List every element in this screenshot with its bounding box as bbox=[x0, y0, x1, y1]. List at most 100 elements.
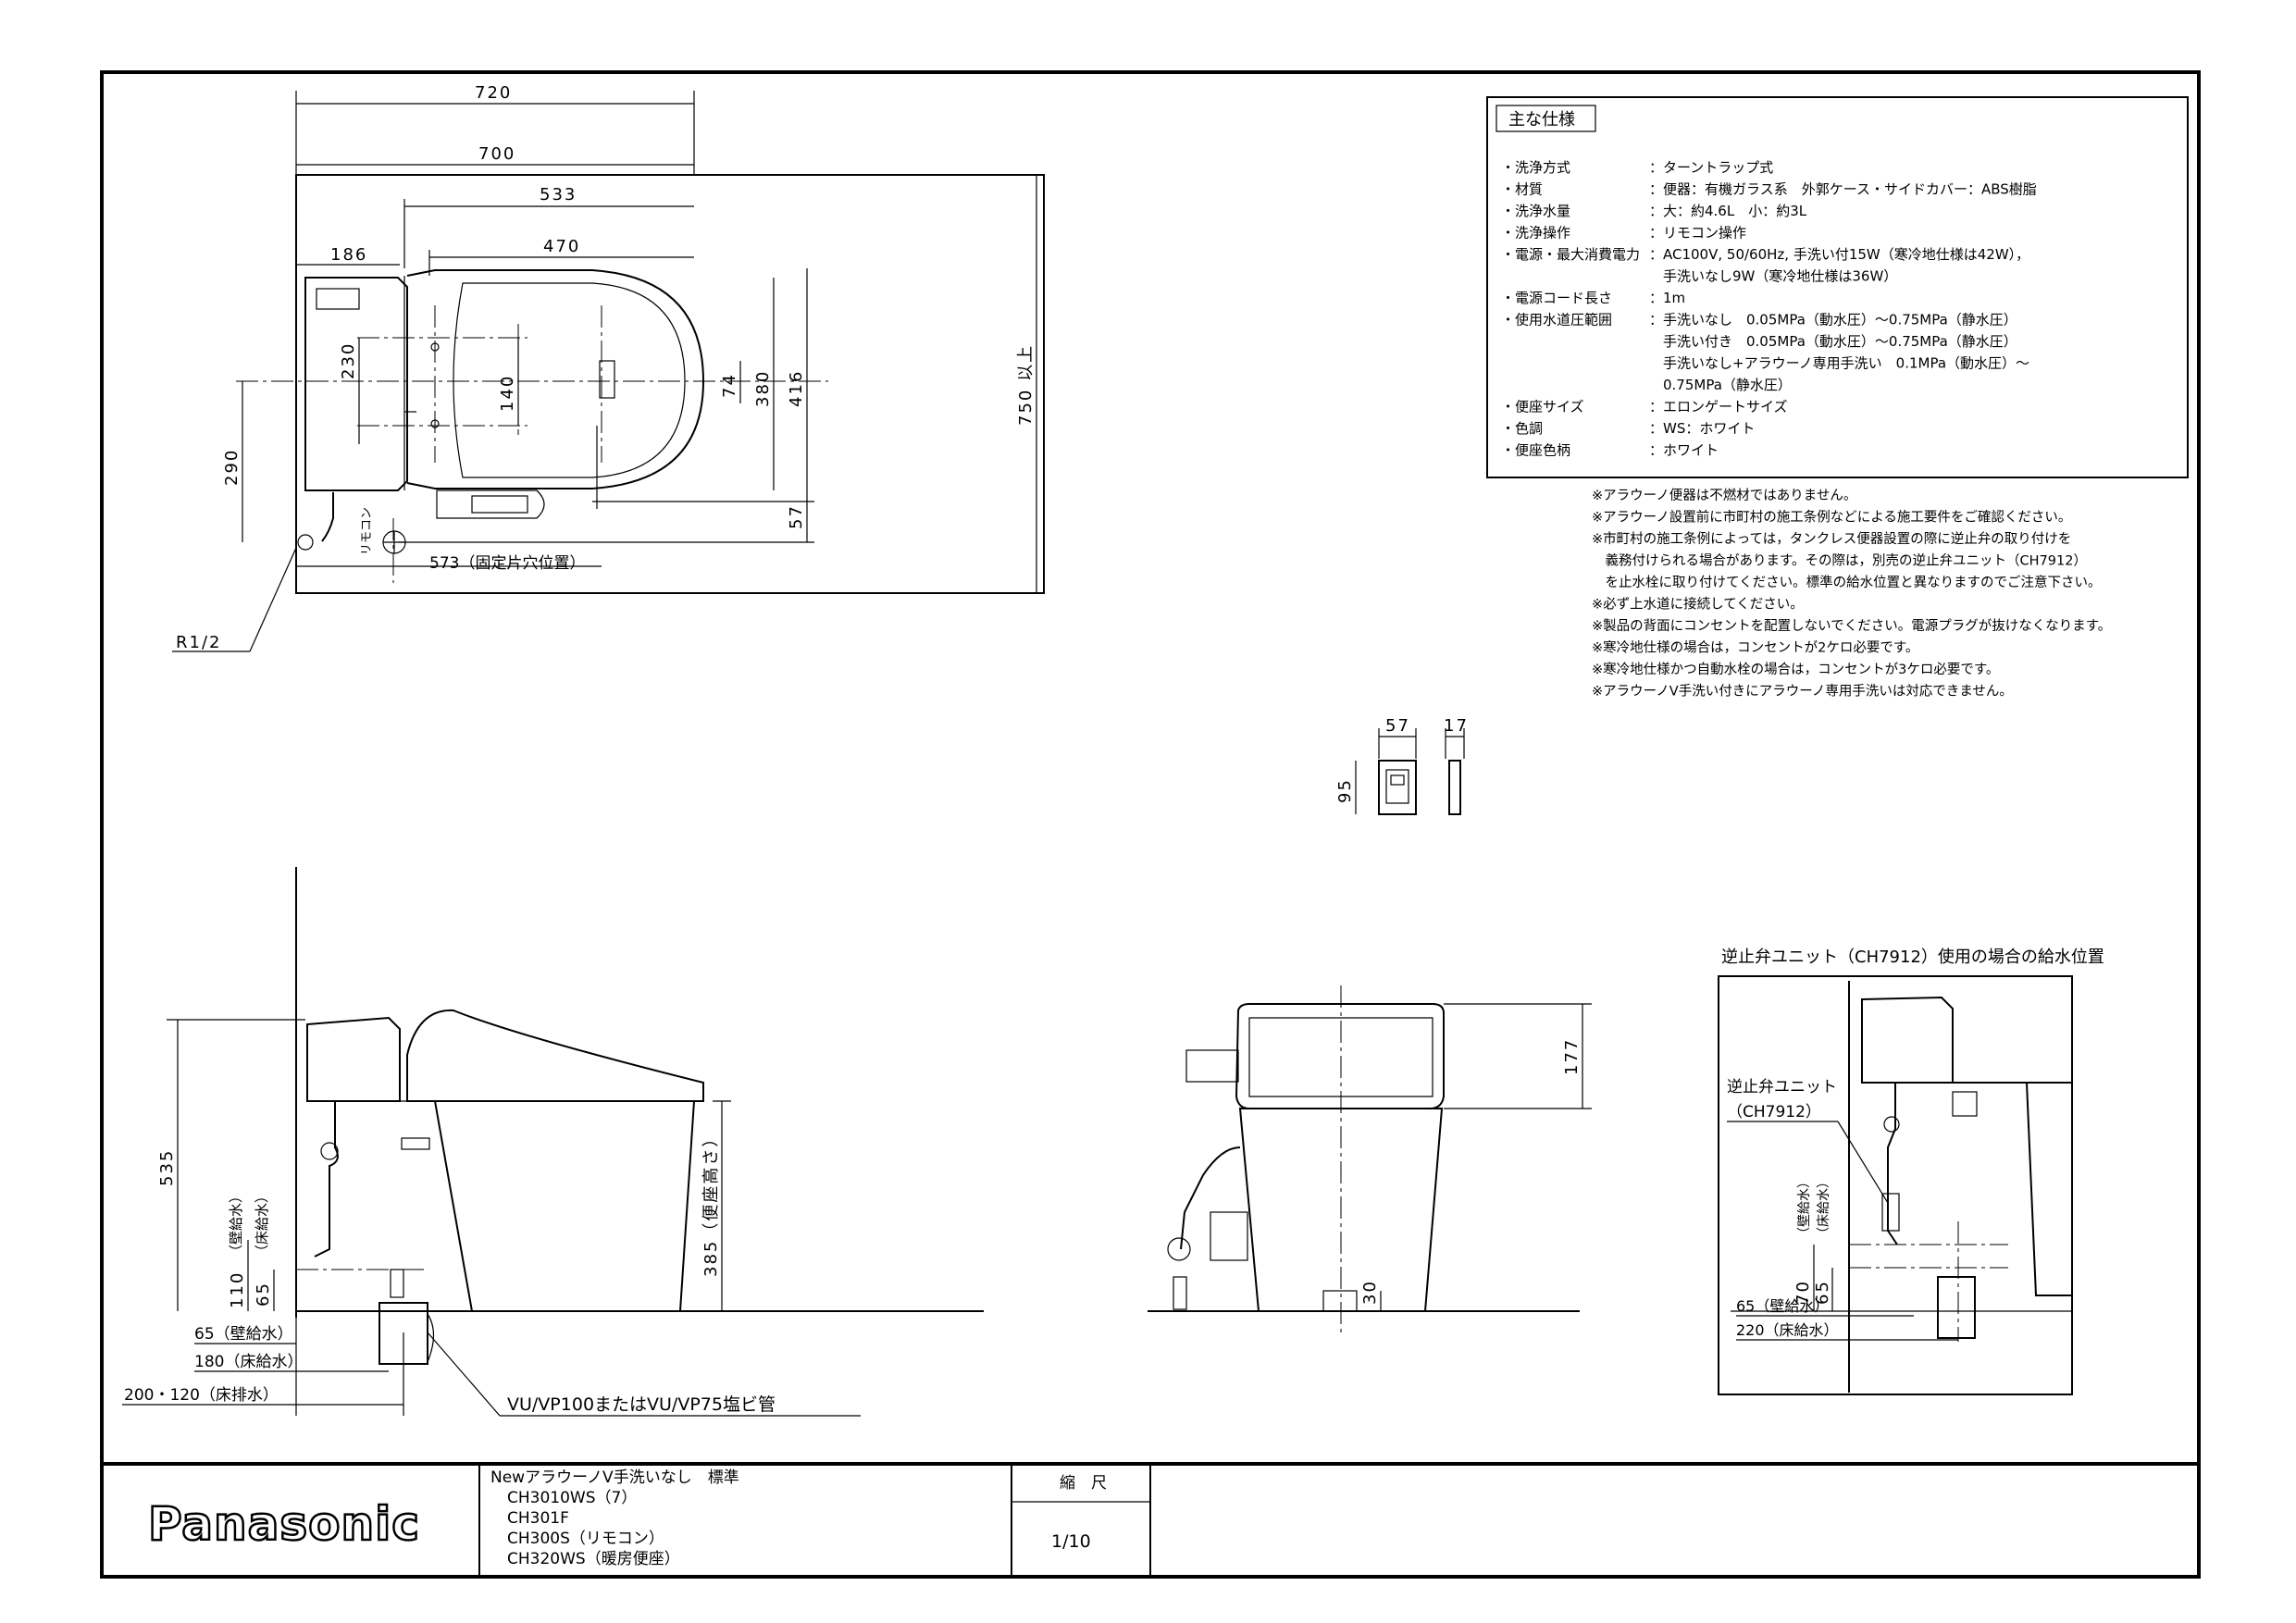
dim-416: 416 bbox=[787, 370, 806, 407]
plan-control-panel bbox=[316, 288, 360, 310]
dim-230: 230 bbox=[339, 342, 358, 379]
note-line: ※寒冷地仕様かつ自動水栓の場合は，コンセントが3ケロ必要です。 bbox=[1592, 661, 1999, 677]
valve-unit-code: （CH7912） bbox=[1727, 1103, 1821, 1121]
dim-140: 140 bbox=[498, 375, 517, 412]
brand-logo: Panasonic bbox=[148, 1497, 420, 1551]
dim-535: 535 bbox=[157, 1149, 177, 1186]
spec-label: ・材質 bbox=[1501, 181, 1543, 198]
spec-heading: 主な仕様 bbox=[1508, 110, 1575, 130]
valve-seat bbox=[1953, 1082, 2073, 1296]
valve-tank bbox=[1861, 996, 1954, 1084]
spec-value: ：便器：有機ガラス系 外郭ケース・サイドカバー：ABS樹脂 bbox=[1649, 181, 2037, 198]
spec-label: ・電源コード長さ bbox=[1501, 290, 1612, 306]
spec-value: ：大：約4.6L 小：約3L bbox=[1649, 203, 1807, 219]
pipe-note: VU/VP100またはVU/VP75塩ビ管 bbox=[507, 1394, 776, 1415]
valve-label-wall: （壁給水） bbox=[1797, 1175, 1812, 1240]
spec-label: ・色調 bbox=[1501, 420, 1543, 437]
dim-533: 533 bbox=[540, 185, 577, 204]
notes-block: ※アラウーノ便器は不燃材ではありません。※アラウーノ設置前に市町村の施工条例など… bbox=[1592, 487, 2111, 700]
note-line: 義務付けられる場合があります。その際は，別売の逆止弁ユニット（CH7912） bbox=[1592, 553, 2087, 569]
plan-tank bbox=[304, 277, 408, 491]
label-floor-supply: （床給水） bbox=[254, 1189, 270, 1258]
dim-65: 65 bbox=[254, 1282, 273, 1307]
dim-470: 470 bbox=[543, 237, 580, 256]
title-line-2: CH3010WS（7） bbox=[507, 1489, 637, 1507]
remote-side bbox=[1448, 760, 1461, 815]
dim-290: 290 bbox=[222, 449, 242, 486]
remote-dim-height: 95 bbox=[1335, 778, 1355, 803]
plan-water-fittings bbox=[297, 492, 406, 554]
side-bowl bbox=[433, 1100, 696, 1312]
spec-box: 主な仕様 ・洗浄方式：ターントラップ式・材質：便器：有機ガラス系 外郭ケース・サ… bbox=[1486, 96, 2189, 478]
dim-65-wall: 65（壁給水） bbox=[194, 1325, 293, 1344]
valve-pipe bbox=[1887, 1083, 1898, 1245]
spec-label: ・便座サイズ bbox=[1501, 399, 1584, 415]
plan-base-outline bbox=[436, 489, 545, 519]
dim-750: 750 以上 bbox=[1016, 344, 1036, 426]
dim-720: 720 bbox=[475, 83, 512, 103]
front-bowl bbox=[1238, 1108, 1444, 1312]
dim-186: 186 bbox=[330, 245, 367, 265]
front-supply-pipe bbox=[1180, 1146, 1241, 1250]
title-line-1: NewアラウーノV手洗いなし 標準 bbox=[490, 1468, 739, 1487]
spec-value: ：手洗いなし 0.05MPa（動水圧）〜0.75MPa（静水圧） bbox=[1649, 312, 2017, 328]
valve-view: 逆止弁ユニット（CH7912）使用の場合の給水位置 逆止弁ユニット （CH791… bbox=[1718, 948, 2104, 1395]
valve-view-title: 逆止弁ユニット（CH7912）使用の場合の給水位置 bbox=[1721, 948, 2104, 967]
dim-380: 380 bbox=[753, 370, 773, 407]
plan-seat-inner bbox=[453, 282, 686, 478]
note-line: ※製品の背面にコンセントを配置しないでください。電源プラグが抜けなくなります。 bbox=[1592, 618, 2111, 634]
side-view: 535 385（便座高さ） 110 65 （壁給水） （床給水） 65（壁給水）… bbox=[122, 867, 984, 1417]
dim-385: 385（便座高さ） bbox=[701, 1129, 721, 1277]
spec-label: ・電源・最大消費電力 bbox=[1501, 246, 1640, 263]
dim-74: 74 bbox=[720, 373, 739, 398]
valve-label-floor: （床給水） bbox=[1817, 1175, 1831, 1240]
note-line: ※市町村の施工条例によっては，タンクレス便器設置の際に逆止弁の取り付けを bbox=[1592, 531, 2071, 547]
note-line: ※寒冷地仕様の場合は，コンセントが2ケロ必要です。 bbox=[1592, 639, 1918, 656]
remote-front bbox=[1378, 760, 1417, 815]
valve-unit-label: 逆止弁ユニット bbox=[1727, 1078, 1837, 1096]
remote-view: 57 17 95 bbox=[1335, 716, 1467, 815]
spec-label: ・使用水道圧範囲 bbox=[1501, 312, 1612, 328]
dim-180-floor: 180（床給水） bbox=[194, 1353, 303, 1371]
note-line: を止水栓に取り付けてください。標準の給水位置と異なりますのでご注意下さい。 bbox=[1592, 574, 2102, 590]
side-supply-pipe bbox=[314, 1101, 339, 1258]
dim-573: 573（固定片穴位置） bbox=[429, 554, 585, 573]
spec-label: ・洗浄操作 bbox=[1501, 225, 1570, 242]
spec-value: ：1m bbox=[1649, 290, 1685, 306]
dim-700: 700 bbox=[478, 144, 515, 164]
valve-dim-70: 70 bbox=[1793, 1280, 1813, 1305]
front-view: 177 30 bbox=[1148, 985, 1592, 1332]
label-r12: R1/2 bbox=[176, 633, 221, 652]
spec-value: ：エロンゲートサイズ bbox=[1649, 399, 1788, 415]
side-seat-lid bbox=[406, 1009, 704, 1102]
pipe-note-leader bbox=[427, 1332, 501, 1417]
valve-dim-65: 65 bbox=[1813, 1280, 1832, 1305]
spec-label: ・洗浄方式 bbox=[1501, 159, 1570, 176]
note-line: ※必ず上水道に接続してください。 bbox=[1592, 597, 1804, 613]
spec-label: ・便座色柄 bbox=[1501, 442, 1570, 459]
plan-floor-area bbox=[295, 174, 1045, 594]
side-tank bbox=[306, 1016, 401, 1102]
spec-value: 手洗いなし+アラウーノ専用手洗い 0.1MPa（動水圧）〜 bbox=[1649, 355, 2029, 372]
sheet-border bbox=[100, 70, 2201, 1579]
front-control bbox=[1185, 1049, 1239, 1083]
spec-value: 手洗い付き 0.05MPa（動水圧）〜0.75MPa（静水圧） bbox=[1649, 333, 2017, 350]
front-tank-top bbox=[1235, 1003, 1445, 1109]
dim-30: 30 bbox=[1360, 1280, 1380, 1305]
plan-remote-outline bbox=[471, 495, 528, 514]
valve-dim-65-wall: 65（壁給水） bbox=[1736, 1297, 1829, 1315]
dim-57: 57 bbox=[787, 504, 806, 529]
dim-110: 110 bbox=[228, 1271, 247, 1308]
spec-rows: ・洗浄方式：ターントラップ式・材質：便器：有機ガラス系 外郭ケース・サイドカバー… bbox=[1501, 159, 2037, 459]
plan-view: 720 700 533 470 186 230 bbox=[172, 83, 1045, 652]
spec-value: ：AC100V, 50/60Hz, 手洗い付15W（寒冷地仕様は42W）， bbox=[1649, 246, 2029, 263]
remote-dim-width: 57 bbox=[1385, 716, 1410, 736]
dim-177: 177 bbox=[1562, 1038, 1582, 1075]
dim-200-drain: 200・120（床排水） bbox=[124, 1386, 279, 1405]
plan-seat-outline bbox=[406, 269, 705, 489]
spec-value: 手洗いなし9W（寒冷地仕様は36W） bbox=[1649, 268, 1897, 285]
spec-value: 0.75MPa（静水圧） bbox=[1649, 377, 1792, 393]
spec-label: ・洗浄水量 bbox=[1501, 203, 1570, 219]
valve-unit-leader bbox=[1837, 1121, 1889, 1204]
